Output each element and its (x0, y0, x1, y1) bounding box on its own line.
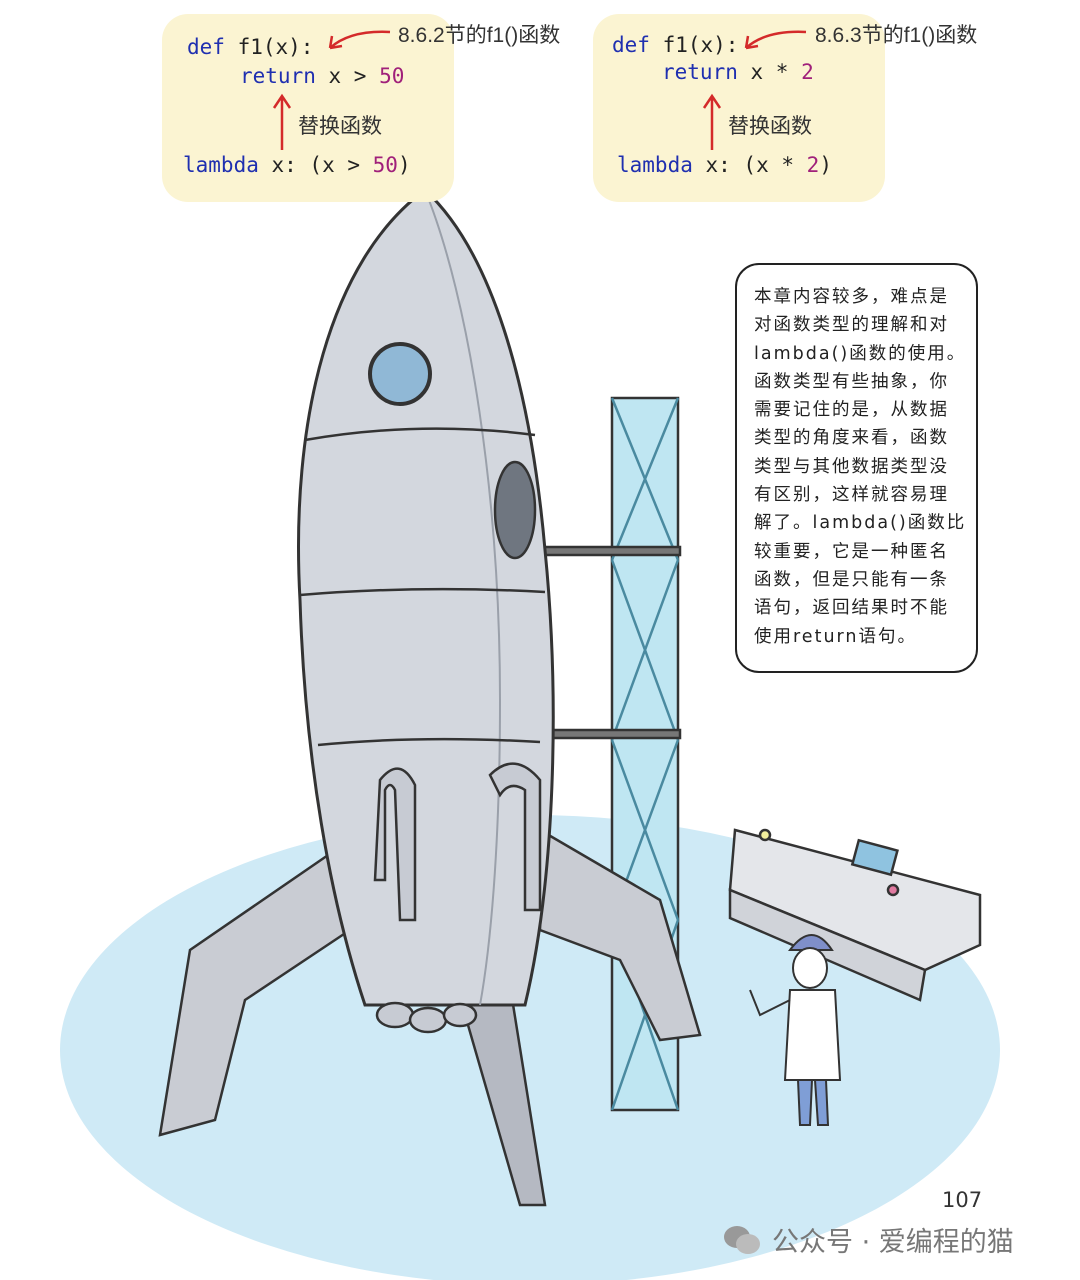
curved-arrow-icon (328, 30, 391, 50)
note-left: 8.6.2节的f1()函数 (398, 24, 561, 47)
code-text: ) (819, 153, 832, 177)
tip-line: 较重要，它是一种匿名 (754, 541, 949, 562)
replace-label-right: 替换函数 (728, 114, 812, 138)
code-text: x: (x * (692, 153, 807, 177)
up-arrow-icon (272, 93, 292, 150)
keyword: def (612, 33, 650, 57)
code-text: x > (315, 64, 380, 88)
code-left-lambda: lambda x: (x > 50) (183, 153, 411, 177)
tip-line: 函数类型有些抽象，你 (754, 371, 949, 392)
tip-line: 对函数类型的理解和对 (754, 315, 949, 336)
page-number: 107 (942, 1188, 983, 1212)
tip-line: 本章内容较多，难点是 (754, 287, 949, 307)
replace-label-left: 替换函数 (298, 114, 382, 138)
tip-line: 使用return语句。 (754, 626, 918, 647)
tip-line: 有区别，这样就容易理 (754, 485, 949, 506)
up-arrow-icon (702, 93, 722, 150)
tip-line: lambda()函数的使用。 (754, 343, 967, 364)
code-box-left (162, 14, 454, 202)
note-right: 8.6.3节的f1()函数 (815, 24, 978, 47)
rocket-body (297, 188, 555, 1007)
tip-line: 解了。lambda()函数比 (754, 513, 967, 534)
number: 2 (801, 60, 814, 84)
tip-line: 语句，返回结果时不能 (754, 598, 949, 619)
code-right-def: def f1(x): (612, 33, 738, 57)
tip-line: 类型与其他数据类型没 (754, 456, 949, 477)
red-arrows (272, 30, 807, 150)
code-text: x * (737, 60, 802, 84)
code-left-return: return x > 50 (240, 64, 404, 88)
code-right-lambda: lambda x: (x * 2) (617, 153, 832, 177)
keyword: return (662, 60, 738, 84)
scientist (749, 934, 842, 1126)
number: 2 (806, 153, 820, 177)
watermark-text: 公众号 · 爱编程的猫 (772, 1227, 1014, 1258)
keyword: lambda (183, 153, 259, 177)
number: 50 (372, 153, 398, 177)
code-text: x: (x > (258, 153, 373, 177)
code-text: ) (397, 153, 411, 177)
keyword: return (240, 64, 316, 88)
tip-line: 类型的角度来看，函数 (754, 428, 949, 449)
keyword: def (187, 35, 225, 59)
wechat-icon (724, 1225, 760, 1254)
watermark: 公众号 · 爱编程的猫 (722, 1220, 1014, 1259)
rocket-door (493, 460, 537, 560)
tip-line: 需要记住的是，从数据 (754, 400, 949, 421)
porthole (368, 342, 432, 406)
code-text: f1(x): (224, 35, 314, 59)
code-left-def: def f1(x): (187, 35, 313, 59)
code-right-return: return x * 2 (662, 60, 814, 84)
tip-line: 函数，但是只能有一条 (754, 569, 949, 590)
code-text: f1(x): (649, 33, 739, 57)
curved-arrow-icon (744, 30, 807, 50)
keyword: lambda (617, 153, 693, 177)
tip-callout: 本章内容较多，难点是 对函数类型的理解和对 lambda()函数的使用。 函数类… (735, 263, 978, 673)
number: 50 (379, 64, 405, 88)
code-box-right (593, 14, 885, 202)
